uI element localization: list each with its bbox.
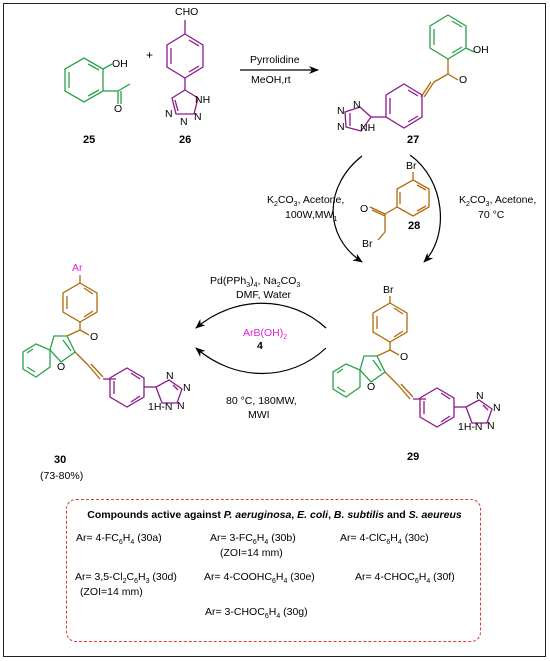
atom-n-29c: N bbox=[487, 420, 495, 432]
atom-hn-30: 1H-N bbox=[148, 401, 173, 413]
zoi-note-30b: (ZOI=14 mm) bbox=[220, 547, 283, 559]
compound-25-structure bbox=[64, 57, 131, 104]
label-compound-25: 25 bbox=[83, 134, 96, 146]
compound-entry-30b: Ar= 3-FC6H4 (30b) bbox=[210, 532, 296, 547]
compound-entry-30g: Ar= 3-CHOC6H4 (30g) bbox=[205, 606, 308, 621]
atom-br-29: Br bbox=[383, 284, 394, 296]
figure-frame bbox=[3, 3, 546, 657]
compound-entry-30f: Ar= 4-CHOC6H4 (30f) bbox=[355, 571, 455, 586]
compound-28-structure bbox=[369, 172, 430, 241]
compound-entry-30e: Ar= 4-COOHC6H4 (30e) bbox=[204, 571, 315, 586]
atom-oh-27: OH bbox=[473, 44, 489, 56]
condition-mw-line2: MWI bbox=[248, 409, 270, 421]
atom-o-30-furan: O bbox=[57, 361, 66, 373]
atom-n-27b: N bbox=[337, 105, 345, 117]
reaction-arrow-suzuki-bottom bbox=[195, 347, 327, 374]
compound-entry-30d: Ar= 3,5-Cl2C6H3 (30d) bbox=[75, 571, 177, 586]
label-compound-30: 30 bbox=[54, 454, 67, 466]
condition-right-line2: 70 °C bbox=[478, 209, 505, 221]
atom-n-30b: N bbox=[183, 382, 191, 394]
atom-o-27: O bbox=[459, 74, 468, 86]
activity-box-title: Compounds active against P. aeruginosa, … bbox=[87, 509, 462, 521]
label-compound-29: 29 bbox=[407, 451, 420, 463]
zoi-note-30d: (ZOI=14 mm) bbox=[80, 586, 143, 598]
atom-nh-27: NH bbox=[360, 122, 376, 134]
condition-mw-line1: 80 °C, 180MW, bbox=[226, 395, 297, 407]
atom-n-26c: N bbox=[165, 108, 173, 120]
atom-br2-28: Br bbox=[362, 238, 373, 250]
reaction-arrow-suzuki-top bbox=[195, 302, 327, 329]
condition-suzuki-line1: Pd(PPh3)4, Na2CO3 bbox=[210, 275, 301, 290]
compound-27-structure bbox=[344, 14, 475, 132]
atom-n-26a: N bbox=[194, 111, 202, 123]
compound-29-structure bbox=[332, 296, 493, 428]
condition-left-line1: K2CO3, Acetone, bbox=[267, 194, 345, 209]
activity-summary-box: Compounds active against P. aeruginosa, … bbox=[66, 499, 481, 642]
atom-o-29-carbonyl: O bbox=[400, 351, 409, 363]
atom-n-27c: N bbox=[337, 121, 345, 133]
atom-ar-30: Ar bbox=[72, 262, 83, 274]
reaction-arrow-right-curve bbox=[409, 154, 442, 263]
atom-o-29-furan: O bbox=[367, 381, 376, 393]
label-compound-26: 26 bbox=[179, 134, 192, 146]
label-compound-4: 4 bbox=[257, 340, 263, 352]
reagent-arboronic-acid: ArB(OH)2 bbox=[243, 327, 288, 342]
atom-cho: CHO bbox=[175, 6, 199, 18]
atom-n-27a: N bbox=[353, 99, 361, 111]
condition-step1-top: Pyrrolidine bbox=[250, 54, 300, 66]
compound-entry-30c: Ar= 4-ClC6H4 (30c) bbox=[340, 532, 429, 547]
reaction-arrow-left-curve bbox=[332, 155, 363, 263]
atom-nh-26: NH bbox=[195, 94, 211, 106]
atom-br-28: Br bbox=[406, 160, 417, 172]
atom-n-29a: N bbox=[476, 390, 484, 402]
condition-step1-bottom: MeOH,rt bbox=[251, 74, 291, 86]
atom-hn-29: 1H-N bbox=[458, 421, 483, 433]
condition-right-line1: K2CO3, Acetone, bbox=[459, 194, 537, 209]
atom-o-30-carbonyl: O bbox=[90, 331, 99, 343]
compound-30-structure bbox=[22, 275, 183, 408]
atom-n-30c: N bbox=[177, 400, 185, 412]
label-compound-30-yield: (73-80%) bbox=[40, 470, 84, 482]
atom-o-28: O bbox=[360, 203, 369, 215]
atom-o-25: O bbox=[114, 103, 123, 115]
label-compound-27: 27 bbox=[407, 134, 420, 146]
compound-26-structure bbox=[166, 20, 204, 115]
compound-entry-30a: Ar= 4-FC6H4 (30a) bbox=[76, 532, 162, 547]
condition-left-line2: 100W,MW1 bbox=[285, 209, 338, 224]
label-compound-28: 28 bbox=[408, 220, 421, 232]
atom-oh-25: OH bbox=[112, 58, 128, 70]
condition-suzuki-line2: DMF, Water bbox=[236, 289, 292, 301]
atom-n-29b: N bbox=[493, 402, 501, 414]
plus-sign: + bbox=[146, 48, 154, 62]
atom-n-26b: N bbox=[180, 116, 188, 128]
atom-n-30a: N bbox=[166, 370, 174, 382]
